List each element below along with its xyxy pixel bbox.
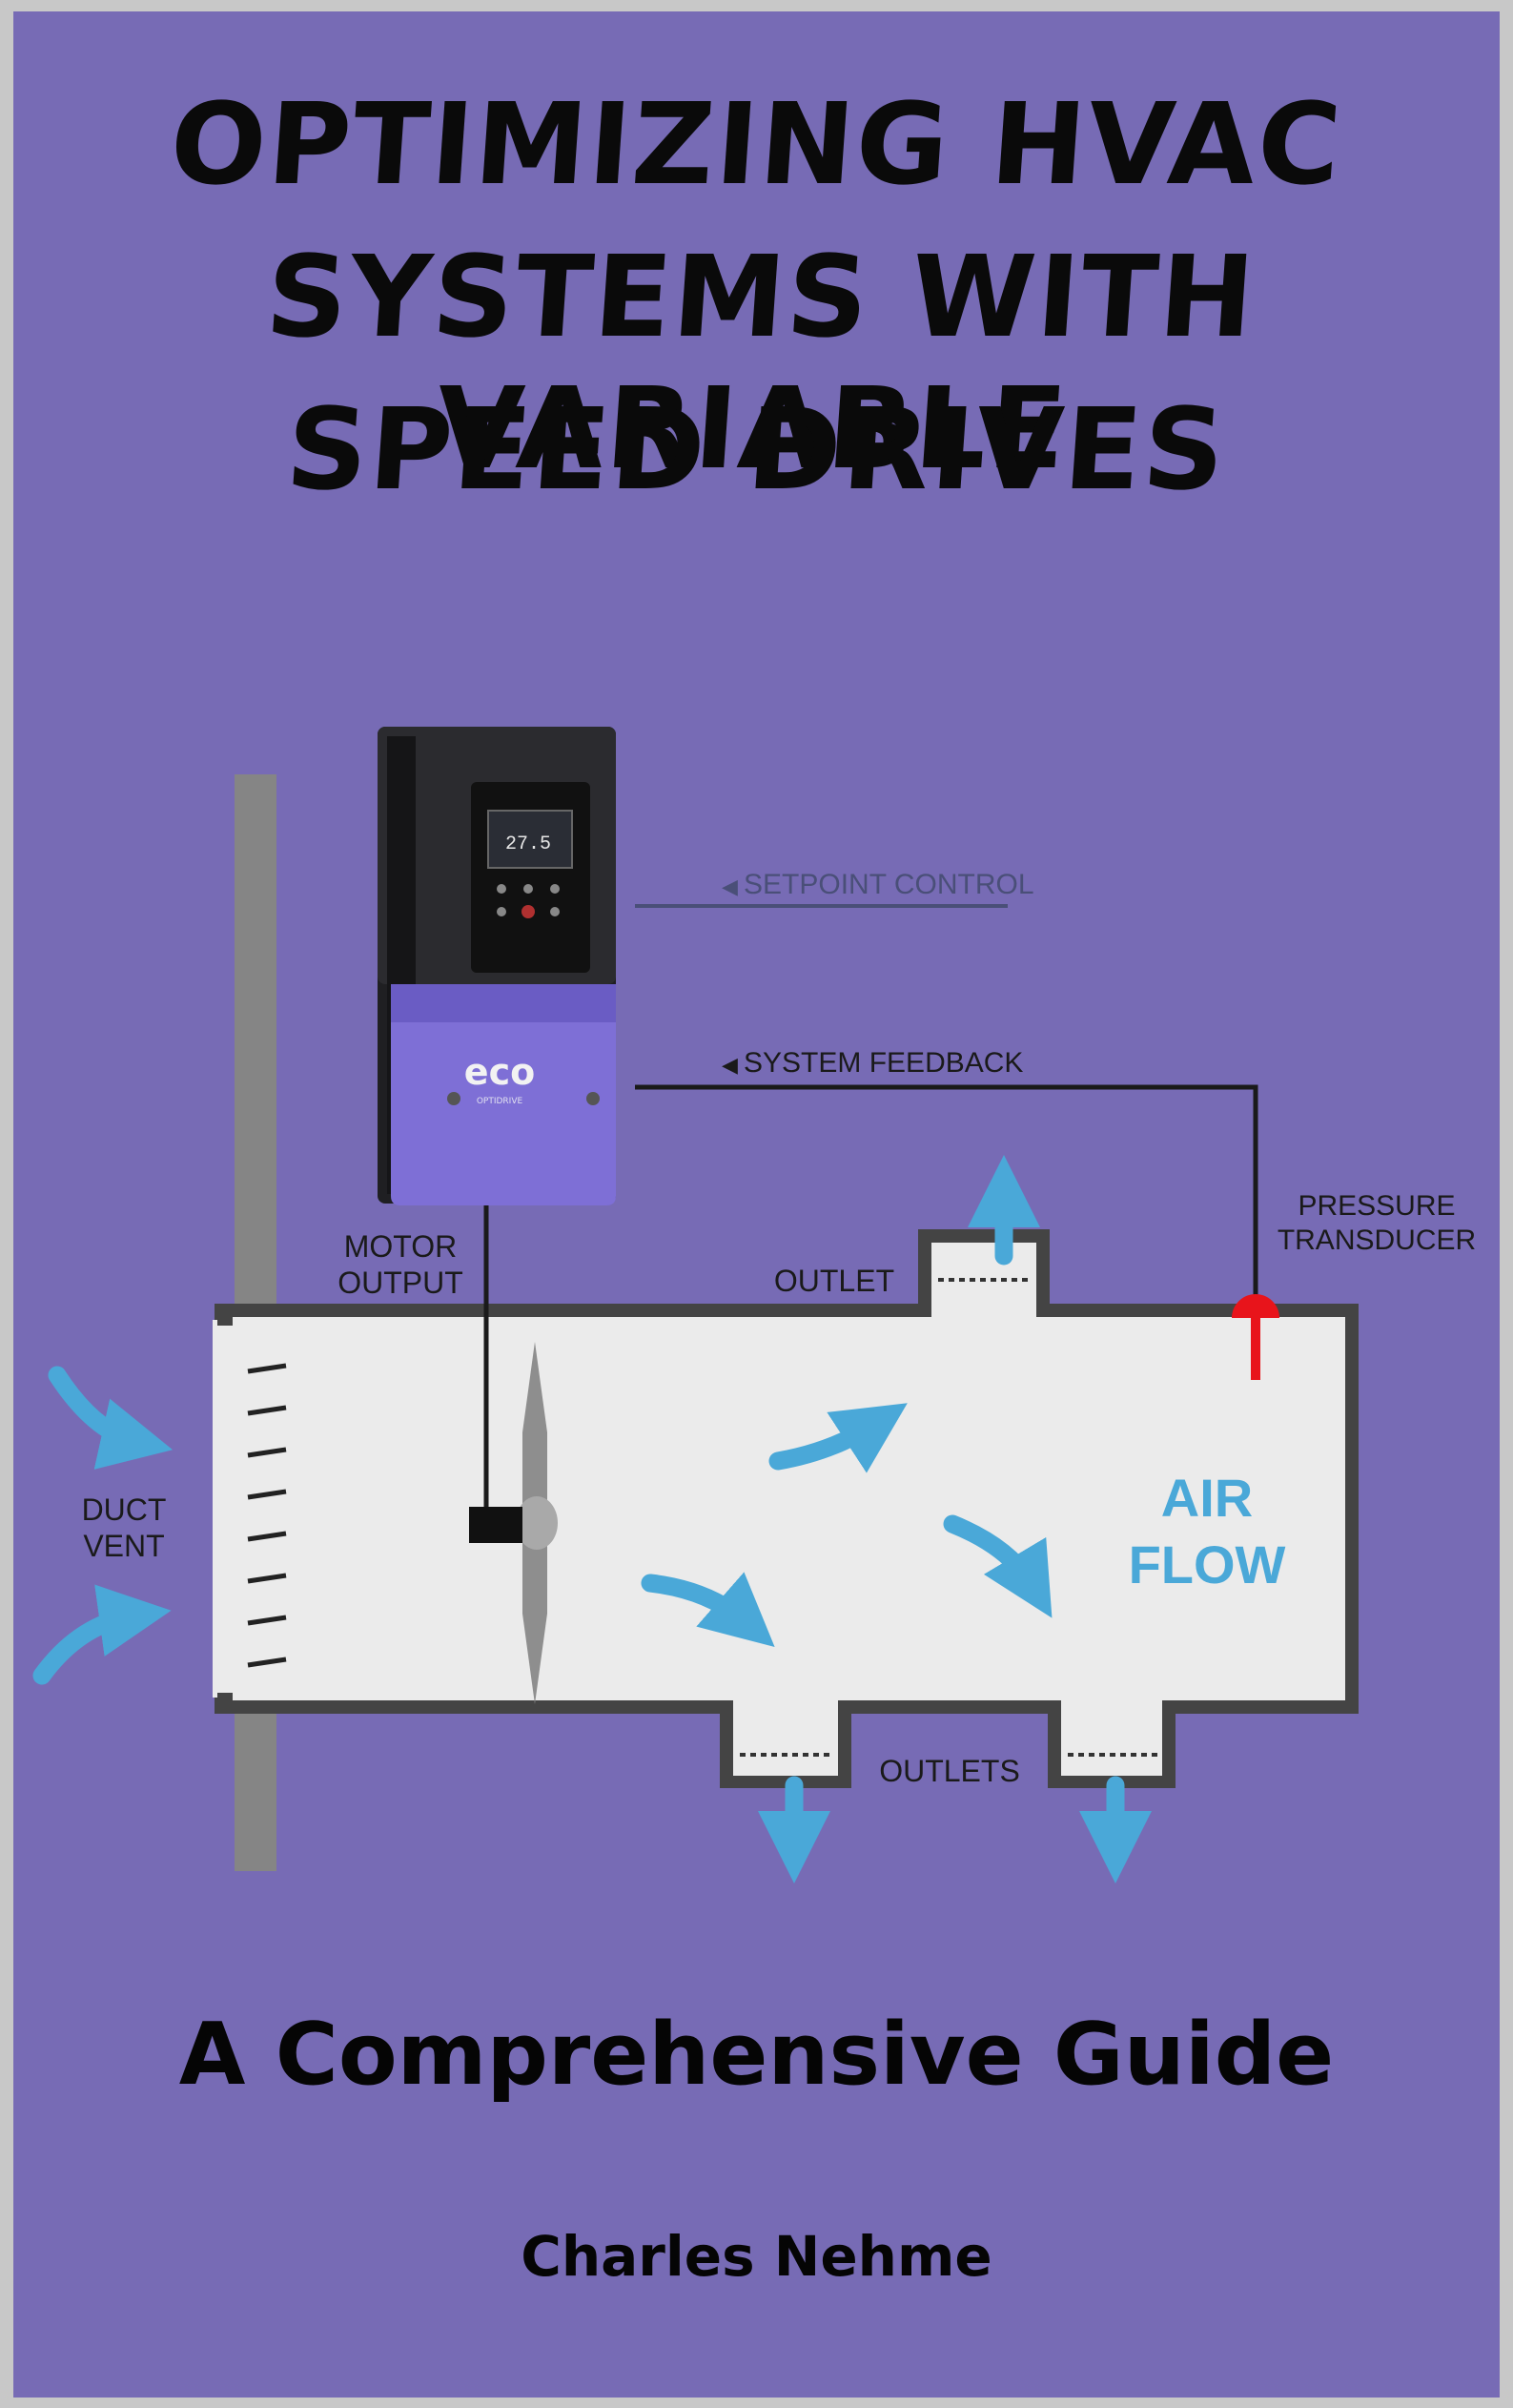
system-feedback-label: ◀ SYSTEM FEEDBACK: [722, 1047, 1023, 1079]
subtitle: A Comprehensive Guide: [178, 2005, 1335, 2105]
hvac-diagram: 27.5 eco OPTIDRIVE ◀ SETPOINT CONTROL: [32, 727, 1476, 1883]
fan-icon: [469, 1342, 558, 1704]
outlet-label: OUTLET: [774, 1264, 894, 1298]
drive-brand-label: eco: [464, 1051, 535, 1093]
intake-arrow-upper: [48, 1366, 174, 1470]
pressure-label: PRESSURE: [1298, 1190, 1455, 1222]
airflow-arrow-2: [768, 1403, 908, 1473]
intake-arrow-lower: [32, 1584, 172, 1685]
vent-label: VENT: [83, 1529, 164, 1563]
book-cover: OPTIMIZING HVAC SYSTEMS WITH VARIABLE SP…: [13, 11, 1500, 2398]
outlets-label: OUTLETS: [879, 1754, 1020, 1788]
drive-display-readout: 27.5: [505, 834, 551, 855]
pressure-transducer-icon: [1232, 1294, 1279, 1380]
air-label: AIR: [1161, 1468, 1253, 1528]
flow-label: FLOW: [1129, 1534, 1286, 1595]
duct-label: DUCT: [82, 1492, 167, 1527]
output-label: OUTPUT: [337, 1266, 463, 1300]
vfd-drive-icon: 27.5 eco OPTIDRIVE: [378, 727, 616, 1205]
feedback-line: [635, 1084, 1258, 1308]
vent-louvers: [247, 1363, 287, 1668]
airflow-arrows: [32, 1155, 1152, 1883]
author-name: Charles Nehme: [521, 2224, 992, 2289]
duct: [213, 1229, 1359, 1788]
motor-label: MOTOR: [344, 1229, 458, 1264]
setpoint-control-label: ◀ SETPOINT CONTROL: [722, 869, 1034, 900]
airflow-arrow-3: [943, 1514, 1053, 1618]
airflow-arrow-1: [641, 1572, 775, 1648]
drive-model-label: OPTIDRIVE: [477, 1097, 523, 1106]
transducer-label: TRANSDUCER: [1278, 1225, 1476, 1256]
